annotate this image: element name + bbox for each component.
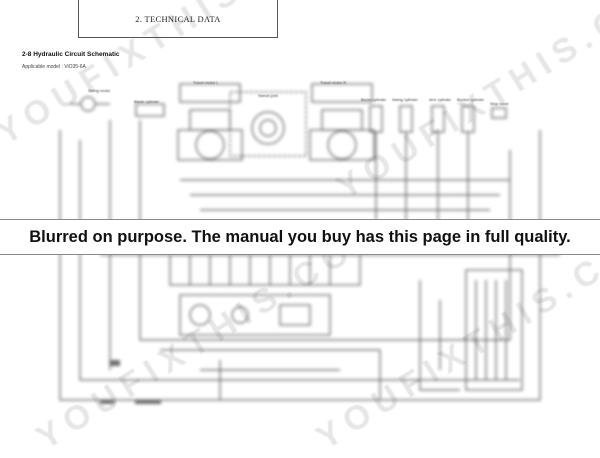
swing-motor-symbol — [80, 96, 96, 112]
bucket-cylinder-symbol — [461, 105, 475, 133]
hydraulic-schematic — [59, 83, 560, 404]
hydraulic-tank — [465, 269, 523, 391]
label-blade-cylinder: Blade cylinder — [134, 99, 160, 104]
blur-notice-text: Blurred on purpose. The manual you buy h… — [29, 227, 571, 246]
control-valve-block — [169, 254, 361, 286]
blade-cylinder-symbol — [135, 103, 165, 117]
label-travel-motor-l: Travel motor L — [193, 80, 219, 85]
blur-notice-banner: Blurred on purpose. The manual you buy h… — [0, 219, 600, 255]
label-stop-valve: Stop valve — [490, 101, 509, 106]
label-swing-cylinder: Swing cylinder — [392, 97, 418, 102]
label-swing-motor: Swing motor — [88, 88, 111, 93]
boom-cylinder-symbol — [369, 105, 383, 133]
section-title: 2-8 Hydraulic Circuit Schematic — [22, 51, 120, 58]
arm-cylinder-symbol — [431, 105, 445, 133]
applicable-model: Applicable model : ViO35-6A — [22, 64, 86, 70]
swivel-joint-symbol — [229, 91, 307, 157]
header-title: 2. TECHNICAL DATA — [135, 13, 221, 24]
swing-cylinder-symbol — [399, 105, 413, 133]
label-swivel-joint: Swivel joint — [258, 93, 279, 98]
label-arm-cylinder: Arm cylinder — [429, 97, 452, 102]
pump-symbol — [189, 304, 211, 326]
stop-valve-symbol — [491, 107, 507, 119]
label-travel-motor-r: Travel motor R — [320, 80, 347, 85]
travel-motor-l-symbol — [195, 130, 225, 160]
page-header: 2. TECHNICAL DATA — [78, 0, 278, 38]
label-boom-cylinder: Boom cylinder — [361, 97, 387, 102]
label-bucket-cylinder: Bucket cylinder — [457, 97, 485, 102]
travel-motor-r-symbol — [327, 130, 357, 160]
